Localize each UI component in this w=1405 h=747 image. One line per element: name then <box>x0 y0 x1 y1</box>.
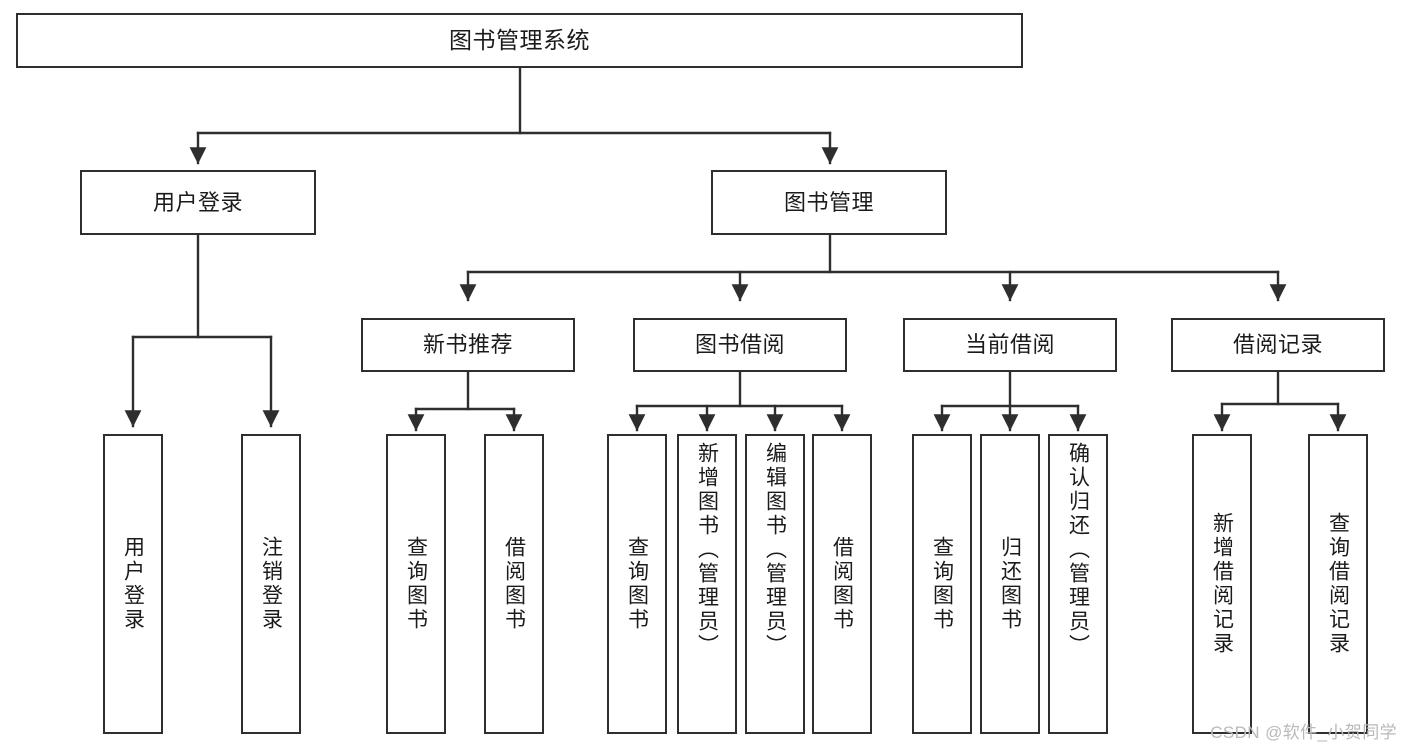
node-label: 图书管理 <box>783 189 874 215</box>
node-leaf-return-book[interactable]: 归还图书 <box>980 434 1040 734</box>
node-label: 当前借阅 <box>964 332 1055 358</box>
node-label: 借阅图书 <box>830 536 854 632</box>
node-label: 用户登录 <box>152 189 243 215</box>
node-label: 借阅记录 <box>1232 332 1323 358</box>
node-label: 图书借阅 <box>694 332 785 358</box>
node-leaf-add-book[interactable]: 新增图书（管理员） <box>677 434 737 734</box>
node-leaf-edit-book[interactable]: 编辑图书（管理员） <box>745 434 805 734</box>
node-leaf-borrow-book-2[interactable]: 借阅图书 <box>812 434 872 734</box>
node-book-borrow[interactable]: 图书借阅 <box>633 318 847 372</box>
node-label: 新增图书（管理员） <box>695 442 719 658</box>
node-label: 图书管理系统 <box>449 26 590 53</box>
node-leaf-logout[interactable]: 注销登录 <box>241 434 301 734</box>
node-new-book-rec[interactable]: 新书推荐 <box>361 318 575 372</box>
node-leaf-borrow-book-1[interactable]: 借阅图书 <box>484 434 544 734</box>
node-label: 确认归还（管理员） <box>1066 442 1090 658</box>
node-user-login[interactable]: 用户登录 <box>80 170 316 235</box>
node-leaf-add-record[interactable]: 新增借阅记录 <box>1192 434 1252 734</box>
node-label: 用户登录 <box>121 536 145 632</box>
node-label: 查询图书 <box>625 536 649 632</box>
node-borrow-record[interactable]: 借阅记录 <box>1171 318 1385 372</box>
node-leaf-query-book-3[interactable]: 查询图书 <box>912 434 972 734</box>
node-label: 新书推荐 <box>422 332 513 358</box>
node-leaf-query-record[interactable]: 查询借阅记录 <box>1308 434 1368 734</box>
node-label: 归还图书 <box>998 536 1022 632</box>
node-label: 查询图书 <box>930 536 954 632</box>
node-label: 借阅图书 <box>502 536 526 632</box>
node-current-borrow[interactable]: 当前借阅 <box>903 318 1117 372</box>
node-leaf-query-book-1[interactable]: 查询图书 <box>386 434 446 734</box>
node-label: 查询图书 <box>404 536 428 632</box>
node-leaf-user-login[interactable]: 用户登录 <box>103 434 163 734</box>
node-root-system[interactable]: 图书管理系统 <box>16 13 1023 68</box>
node-book-manage[interactable]: 图书管理 <box>711 170 947 235</box>
node-label: 编辑图书（管理员） <box>763 442 787 658</box>
node-leaf-query-book-2[interactable]: 查询图书 <box>607 434 667 734</box>
node-label: 新增借阅记录 <box>1210 512 1234 656</box>
node-leaf-confirm-return[interactable]: 确认归还（管理员） <box>1048 434 1108 734</box>
node-label: 注销登录 <box>259 536 283 632</box>
node-label: 查询借阅记录 <box>1326 512 1350 656</box>
